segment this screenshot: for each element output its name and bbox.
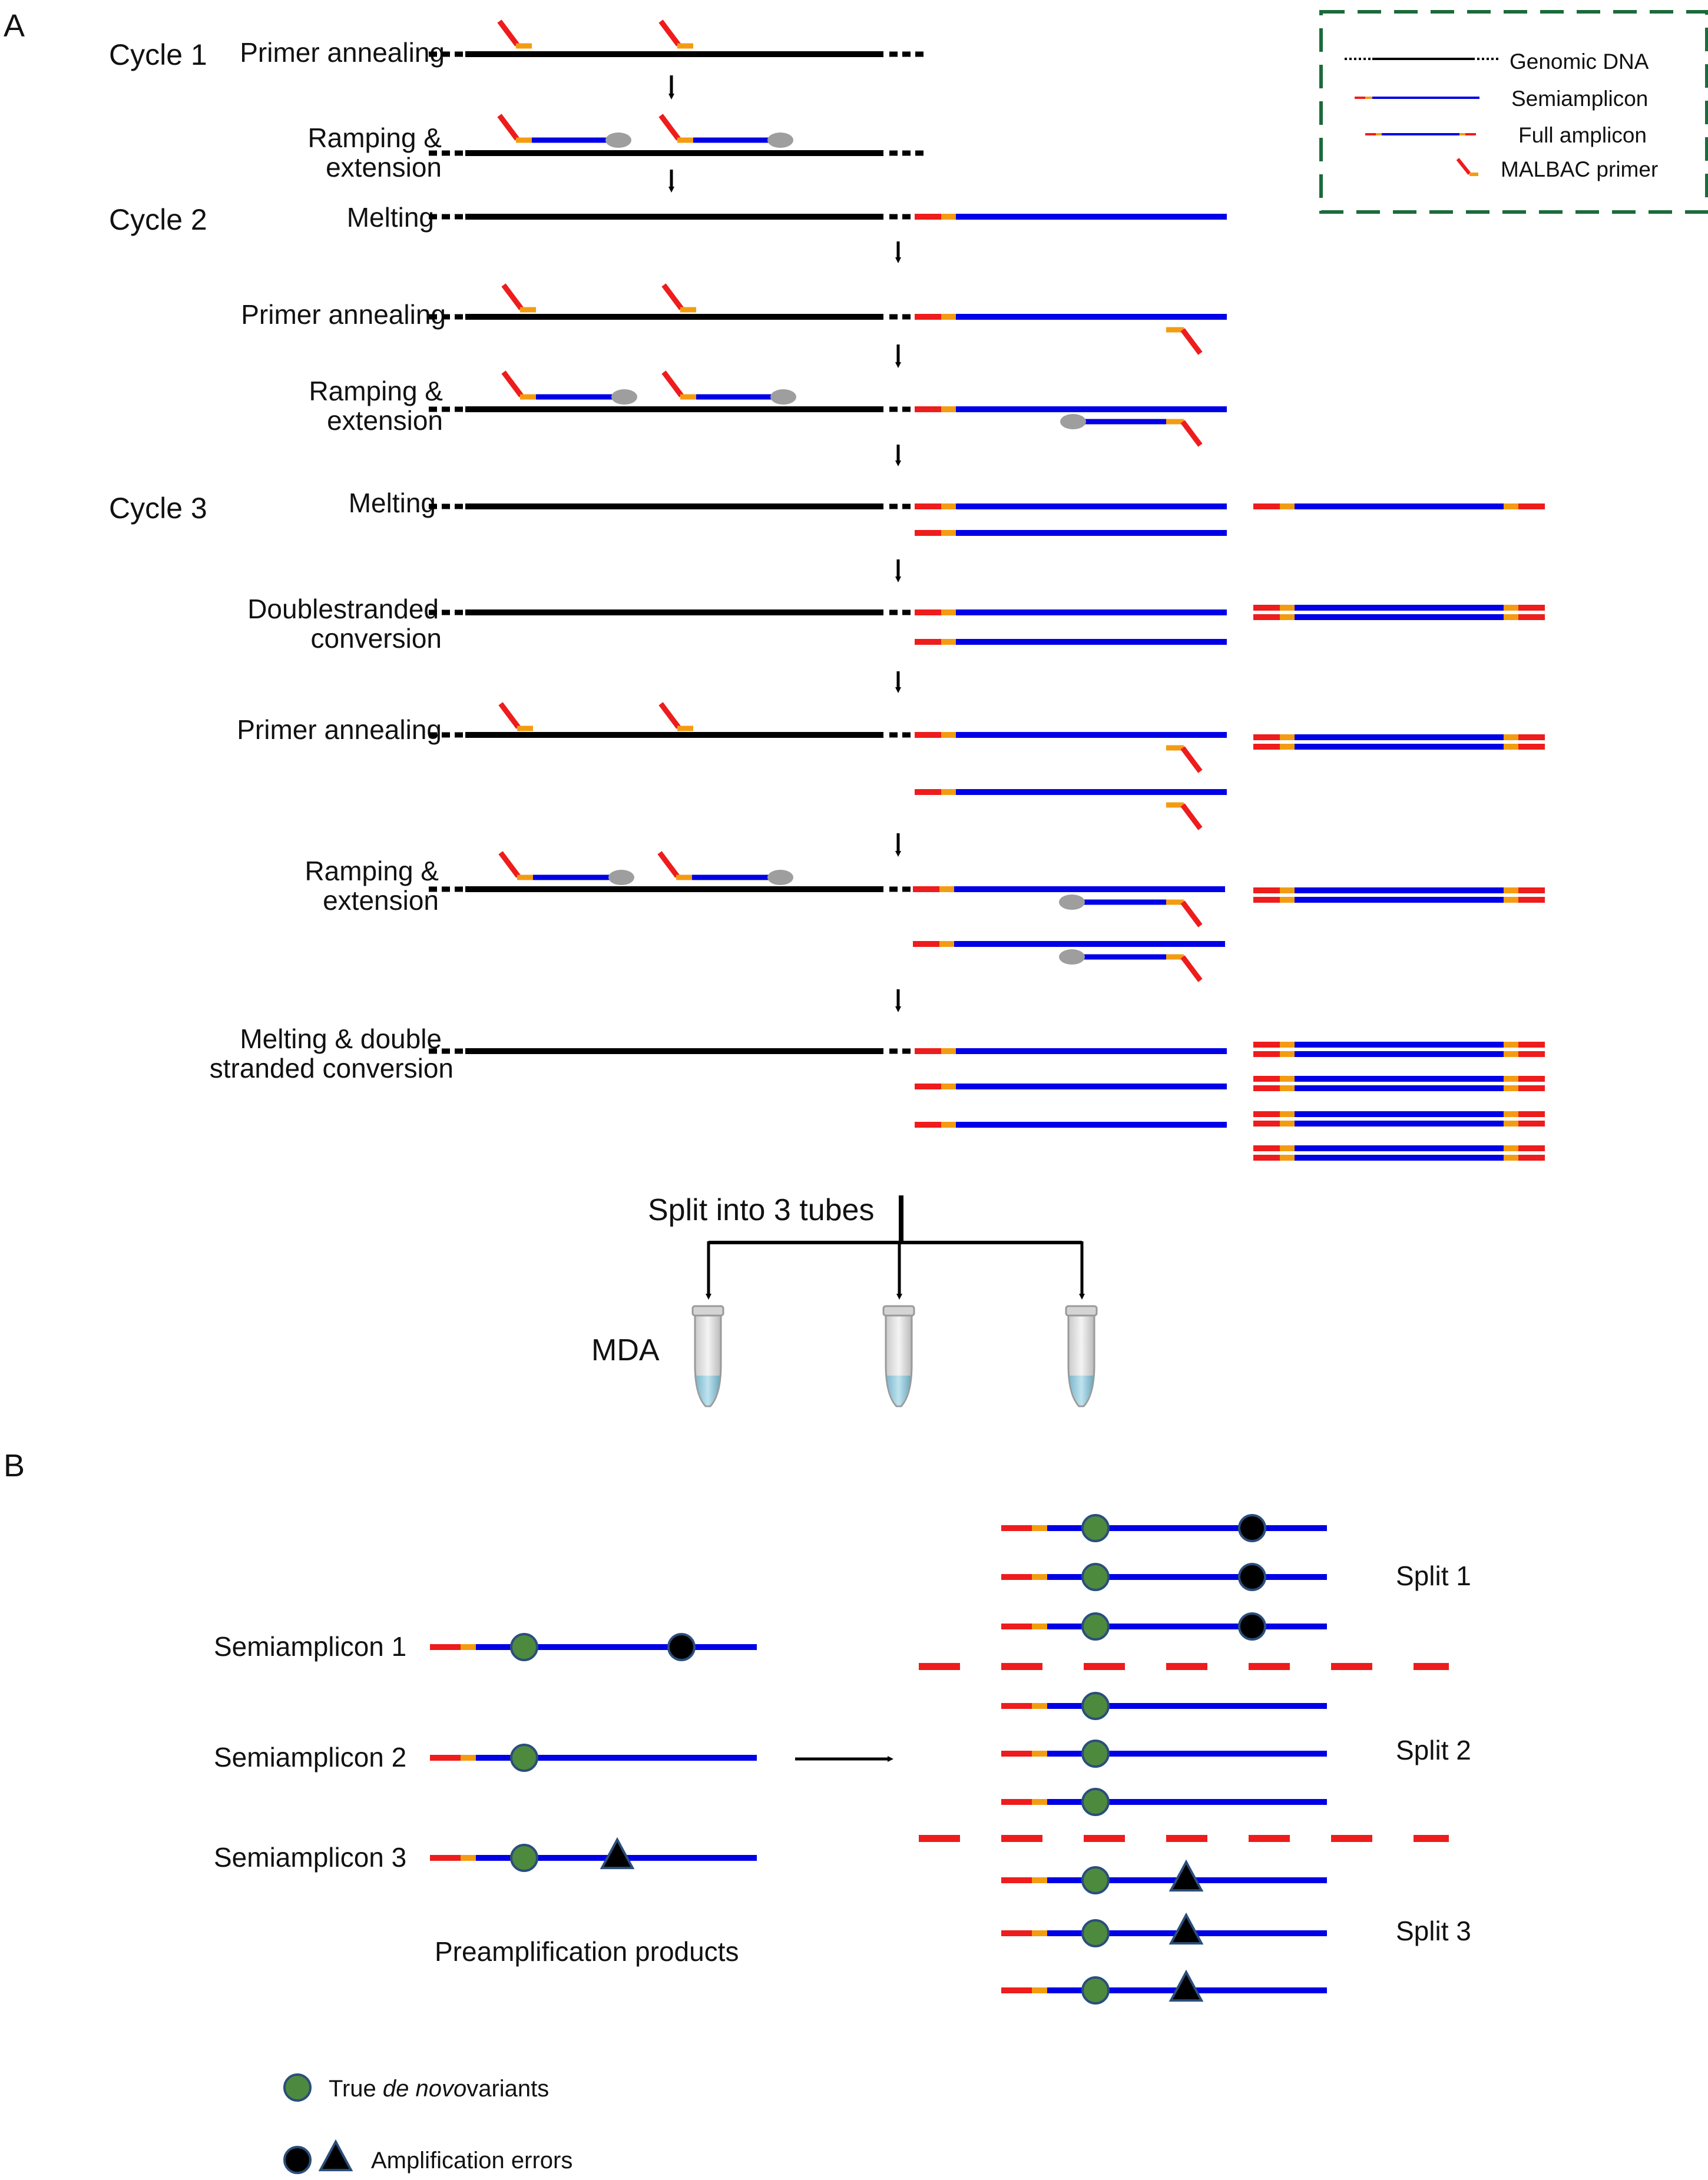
error-circle-marker — [1238, 1612, 1266, 1641]
error-circle-marker — [1238, 1514, 1266, 1542]
step-label: extension — [327, 405, 443, 436]
legend-true-prefix: True — [329, 2076, 383, 2102]
panel-a-texts: A Cycle 1 Cycle 2 Cycle 3 Primer anneali… — [4, 8, 874, 1367]
error-triangle-marker — [318, 2139, 353, 2172]
step-label: Doublestranded — [247, 594, 439, 624]
legend-primer-glyph — [1456, 158, 1471, 175]
malbac-primer — [498, 702, 521, 729]
error-triangle-marker — [1169, 1859, 1204, 1892]
step-label: extension — [326, 152, 442, 183]
polymerase-blob — [1059, 894, 1085, 910]
semiamplicon-2-label: Semiamplicon 2 — [214, 1742, 406, 1773]
polymerase-blob — [767, 132, 793, 148]
tube — [882, 1305, 915, 1407]
step-label: extension — [323, 885, 439, 916]
cycle-3-label: Cycle 3 — [109, 492, 207, 525]
error-circle-marker — [283, 2146, 312, 2174]
error-circle-marker — [667, 1633, 696, 1661]
polymerase-blob — [767, 870, 793, 885]
malbac-primer — [1180, 803, 1203, 830]
legend-primer-label: MALBAC primer — [1501, 157, 1658, 181]
true-variant-marker — [1081, 1866, 1110, 1894]
step-label: Ramping & — [304, 856, 439, 886]
legend-true-italic: de novo — [383, 2076, 466, 2102]
step-label: Melting — [347, 202, 434, 233]
diagram-shapes — [283, 19, 1545, 2174]
polymerase-blob — [1060, 414, 1086, 429]
tube — [1065, 1305, 1098, 1407]
malbac-primer — [501, 370, 524, 397]
semiamplicon-3-label: Semiamplicon 3 — [214, 1842, 406, 1873]
true-variant-marker — [510, 1633, 538, 1661]
true-variant-marker — [1081, 1788, 1110, 1816]
step-label: Melting & double — [240, 1023, 442, 1054]
legend-full-label: Full amplicon — [1518, 123, 1647, 147]
malbac-primer — [658, 702, 681, 729]
cycle-2-label: Cycle 2 — [109, 203, 207, 236]
error-triangle-marker — [1169, 1969, 1204, 2002]
mda-label: MDA — [591, 1333, 660, 1367]
malbac-primer — [501, 283, 524, 310]
error-triangle-marker — [600, 1837, 635, 1870]
step-label: Primer annealing — [240, 37, 445, 68]
malbac-primer — [497, 114, 519, 141]
panel-b-texts: B Semiamplicon 1 Semiamplicon 2 Semiampl… — [4, 1448, 1471, 2174]
true-variant-marker — [1081, 1563, 1110, 1591]
malbac-primer — [1180, 328, 1203, 355]
legend-border — [1319, 10, 1708, 214]
legend-true-suffix: variants — [466, 2076, 549, 2102]
polymerase-blob — [608, 870, 634, 885]
malbac-primer — [498, 851, 521, 878]
malbac-primer — [658, 114, 681, 141]
true-variant-marker — [1081, 1612, 1110, 1641]
split-title: Split into 3 tubes — [648, 1193, 874, 1227]
malbac-primer — [661, 370, 684, 397]
step-label: conversion — [311, 623, 442, 654]
legend-semi-label: Semiamplicon — [1511, 87, 1648, 111]
polymerase-blob — [1059, 949, 1085, 965]
panel-label-a: A — [4, 8, 25, 44]
step-label: stranded conversion — [210, 1053, 454, 1084]
legend-true-variants: True de novovariants — [329, 2076, 549, 2102]
polymerase-blob — [605, 132, 631, 148]
step-label: Ramping & — [307, 122, 442, 153]
true-variant-marker — [1081, 1740, 1110, 1768]
malbac-primer — [1180, 420, 1203, 447]
true-variant-marker — [1081, 1919, 1110, 1947]
true-variant-marker — [1081, 1692, 1110, 1720]
step-label: Melting — [349, 488, 436, 518]
preamp-label: Preamplification products — [435, 1936, 739, 1967]
tube — [691, 1305, 724, 1407]
split-1-label: Split 1 — [1396, 1561, 1471, 1591]
true-variant-marker — [283, 2073, 312, 2102]
legend-amplification-errors: Amplification errors — [371, 2148, 572, 2174]
malbac-primer — [1180, 746, 1203, 773]
polymerase-blob — [770, 389, 796, 405]
step-label: Primer annealing — [237, 714, 442, 745]
malbac-primer — [1180, 900, 1203, 927]
legend-genomic-label: Genomic DNA — [1510, 49, 1649, 74]
semiamplicon-1-label: Semiamplicon 1 — [214, 1631, 406, 1662]
true-variant-marker — [1081, 1976, 1110, 2005]
split-3-label: Split 3 — [1396, 1916, 1471, 1946]
cycle-1-label: Cycle 1 — [109, 38, 207, 71]
step-label: Ramping & — [309, 376, 443, 406]
true-variant-marker — [510, 1744, 538, 1772]
true-variant-marker — [1081, 1514, 1110, 1542]
error-triangle-marker — [1169, 1912, 1204, 1945]
polymerase-blob — [611, 389, 637, 405]
error-circle-marker — [1238, 1563, 1266, 1591]
split-2-label: Split 2 — [1396, 1735, 1471, 1765]
malbac-primer — [1180, 955, 1203, 982]
step-label: Primer annealing — [241, 299, 446, 330]
panel-label-b: B — [4, 1448, 25, 1483]
malbac-primer — [657, 851, 680, 878]
malbac-primer — [497, 19, 519, 47]
true-variant-marker — [510, 1844, 538, 1872]
malbac-primer — [661, 283, 684, 310]
legend-box: Genomic DNA Semiamplicon Full amplicon M… — [1319, 10, 1708, 214]
malbac-primer — [658, 19, 681, 47]
